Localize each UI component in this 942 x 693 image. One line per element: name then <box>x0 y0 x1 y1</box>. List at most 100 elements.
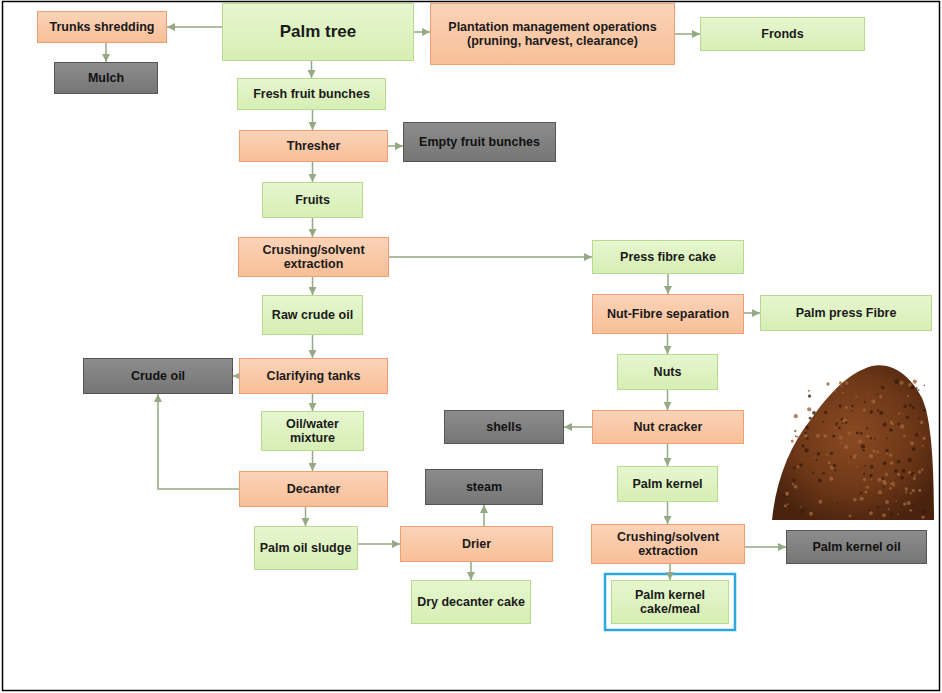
output-box: Mulch <box>54 62 158 94</box>
soil-speck <box>918 389 920 391</box>
soil-speck <box>856 466 858 468</box>
process-box: Drier <box>400 526 553 562</box>
soil-speck <box>839 381 842 384</box>
soil-speck <box>834 427 836 429</box>
soil-speck <box>791 440 794 443</box>
soil-speck <box>876 450 879 453</box>
soil-speck <box>898 423 901 426</box>
soil-speck <box>918 417 920 419</box>
soil-speck <box>802 445 805 448</box>
soil-speck <box>866 435 869 438</box>
output-box: steam <box>425 469 543 505</box>
soil-speck <box>894 379 898 383</box>
flow-arrow <box>312 218 314 237</box>
process-box: Thresher <box>239 130 388 162</box>
soil-speck <box>909 404 912 407</box>
soil-speck <box>800 509 804 513</box>
node-label: Fronds <box>761 27 803 41</box>
flow-arrow <box>312 335 314 358</box>
node-label: Fresh fruit bunches <box>253 87 370 101</box>
soil-speck <box>795 435 797 437</box>
soil-speck <box>839 436 843 440</box>
soil-speck <box>817 452 821 456</box>
soil-speck <box>923 409 926 412</box>
node-label: Drier <box>462 537 491 551</box>
soil-speck <box>882 485 884 487</box>
soil-speck <box>804 434 808 438</box>
soil-speck <box>890 512 893 515</box>
process-box: Nut cracker <box>592 410 744 444</box>
flow-arrow <box>564 426 592 428</box>
soil-speck <box>832 435 835 438</box>
flow-arrow <box>744 312 760 314</box>
soil-speck <box>797 466 800 469</box>
soil-speck <box>891 482 894 485</box>
process-box: Decanter <box>239 471 388 507</box>
soil-speck <box>842 392 844 394</box>
soil-speck <box>903 435 905 437</box>
soil-speck <box>879 395 882 398</box>
node-label: Palm kernel <box>632 477 702 491</box>
process-box: Plantation management operations (prunin… <box>430 3 675 65</box>
soil-speck <box>918 470 922 474</box>
soil-speck <box>907 395 909 397</box>
process-box: Nut-Fibre separation <box>592 294 744 334</box>
soil-speck <box>808 395 811 398</box>
flow-arrow <box>388 145 403 147</box>
soil-speck <box>848 432 851 435</box>
soil-speck <box>877 478 881 482</box>
process-box: Crushing/solvent extraction <box>591 524 745 564</box>
soil-speck <box>910 492 912 494</box>
flow-arrow <box>311 61 313 78</box>
flow-arrow <box>667 502 669 524</box>
soil-speck <box>841 418 843 420</box>
soil-speck <box>910 386 913 389</box>
flow-arrow <box>667 390 669 410</box>
node-label: Palm oil sludge <box>260 541 352 555</box>
flow-arrow <box>312 394 314 411</box>
soil-speck <box>894 469 898 473</box>
flow-arrow <box>675 33 700 35</box>
soil-speck <box>799 463 803 467</box>
flow-arrow <box>470 562 472 580</box>
node-label: Fruits <box>295 193 330 207</box>
soil-speck <box>921 516 924 519</box>
soil-speck <box>870 465 874 469</box>
flow-arrow <box>667 274 669 294</box>
soil-speck <box>889 428 893 432</box>
soil-speck <box>872 450 875 453</box>
soil-speck <box>804 448 808 452</box>
soil-speck <box>860 497 864 501</box>
soil-speck <box>864 465 866 467</box>
soil-speck <box>905 487 909 491</box>
soil-speck <box>851 431 852 432</box>
product-box: Palm kernel cake/meal <box>611 580 729 624</box>
soil-speck <box>858 439 862 443</box>
soil-speck <box>855 396 857 398</box>
soil-speck <box>853 498 857 502</box>
soil-speck <box>886 452 888 454</box>
output-box: Palm kernel oil <box>786 530 927 564</box>
soil-speck <box>845 406 848 409</box>
flow-arrow <box>312 110 314 130</box>
soil-speck <box>884 482 887 485</box>
soil-speck <box>870 437 872 439</box>
soil-speck <box>815 459 817 461</box>
soil-speck <box>861 444 865 448</box>
node-label: Crude oil <box>131 369 185 383</box>
soil-speck <box>787 503 789 505</box>
flow-arrow <box>667 334 669 354</box>
soil-speck <box>818 478 822 482</box>
soil-speck <box>895 500 897 502</box>
soil-speck <box>806 426 809 429</box>
product-box: Raw crude oil <box>262 295 363 335</box>
soil-speck <box>792 450 794 452</box>
node-label: Crushing/solvent extraction <box>243 243 384 272</box>
frame-border <box>3 2 940 691</box>
soil-speck <box>922 445 924 447</box>
flow-arrow <box>312 451 314 471</box>
soil-speck <box>908 471 911 474</box>
soil-speck <box>794 414 798 418</box>
soil-speck <box>905 491 907 493</box>
node-label: Nut-Fibre separation <box>607 307 729 321</box>
